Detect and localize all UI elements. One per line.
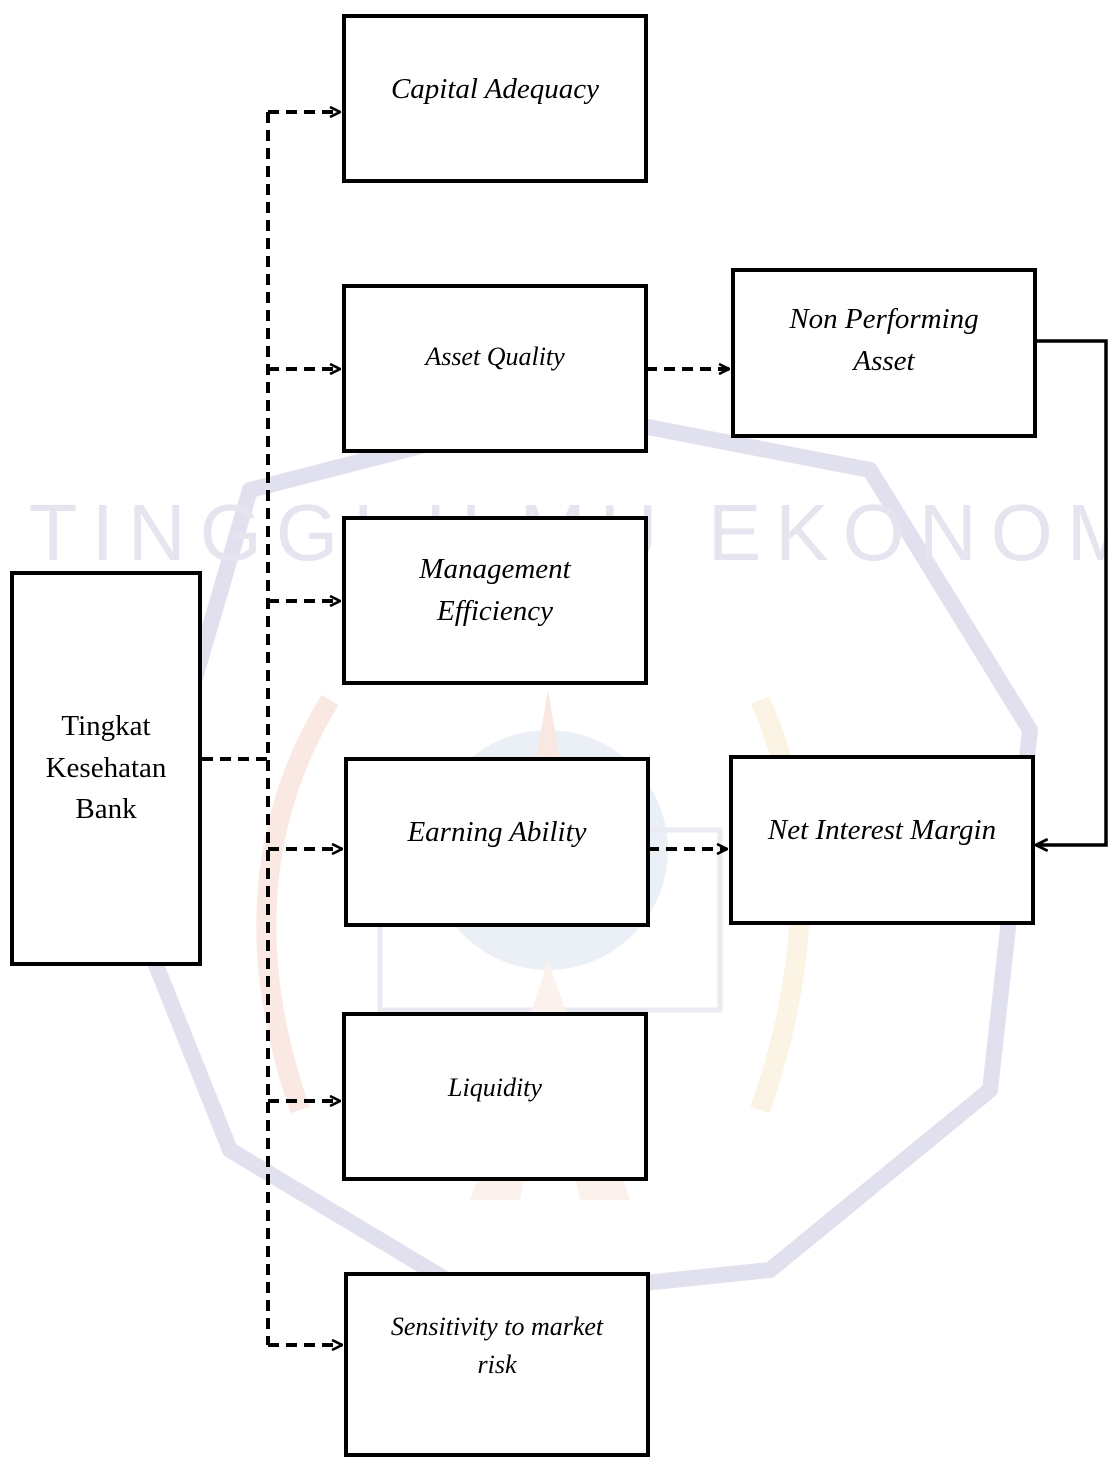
liquidity-label: Liquidity xyxy=(448,1073,542,1102)
management-efficiency-label: Management Efficiency xyxy=(419,553,571,628)
sensitivity-label: Sensitivity to market risk xyxy=(390,1312,604,1379)
dashed-connectors xyxy=(202,112,729,1345)
asset-quality-box: Asset Quality xyxy=(342,284,648,453)
sensitivity-box: Sensitivity to market risk xyxy=(344,1272,650,1457)
nim-label: Net Interest Margin xyxy=(767,814,997,846)
nim-box: Net Interest Margin xyxy=(729,755,1035,925)
root-label: Tingkat Kesehatan Bank xyxy=(45,709,167,826)
asset-quality-label: Asset Quality xyxy=(425,342,565,371)
management-efficiency-box: Management Efficiency xyxy=(342,516,648,685)
root-box: Tingkat Kesehatan Bank xyxy=(10,571,202,966)
earning-ability-box: Earning Ability xyxy=(344,757,650,927)
capital-adequacy-box: Capital Adequacy xyxy=(342,14,648,183)
solid-connector-npa-nim xyxy=(1035,339,1108,845)
earning-ability-label: Earning Ability xyxy=(407,816,587,848)
npa-label: Non Performing Asset xyxy=(789,303,979,378)
liquidity-box: Liquidity xyxy=(342,1012,648,1181)
npa-box: Non Performing Asset xyxy=(731,268,1037,438)
capital-adequacy-label: Capital Adequacy xyxy=(390,73,600,105)
